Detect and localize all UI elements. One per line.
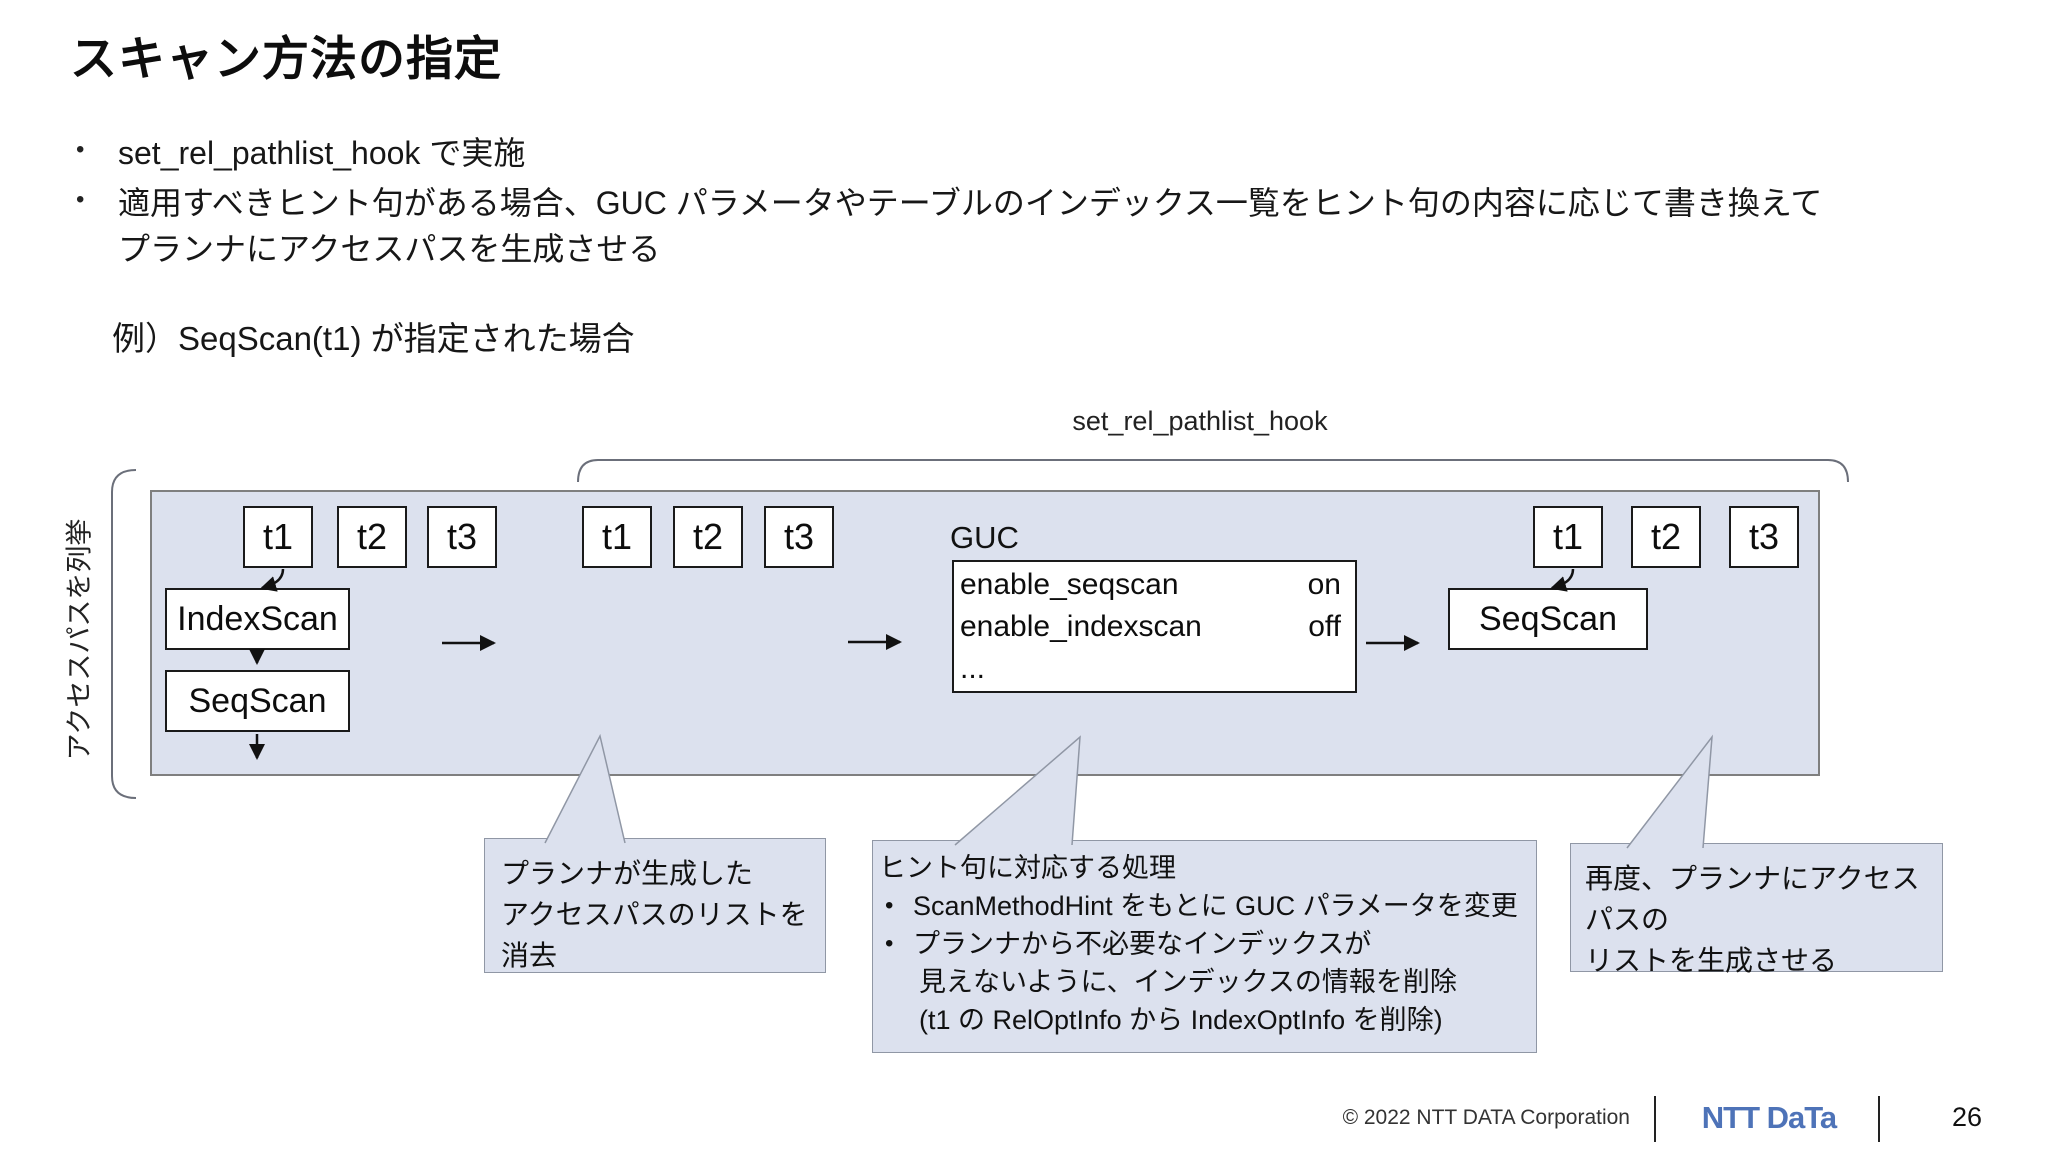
- guc-row: enable_seqscan on: [960, 564, 1341, 606]
- bullet-dot: •: [76, 186, 85, 213]
- side-bracket: [111, 469, 137, 799]
- bullet-dot: •: [885, 930, 894, 957]
- page-title: スキャン方法の指定: [70, 32, 502, 85]
- copyright-text: © 2022 NTT DATA Corporation: [1342, 1106, 1630, 1129]
- stage2-table-t1: t1: [582, 506, 652, 568]
- bullet-item-2-line-2: プランナにアクセスパスを生成させる: [118, 231, 661, 267]
- stage2-table-t3: t3: [764, 506, 834, 568]
- guc-param-value: off: [1308, 610, 1341, 643]
- callout-clear-pathlist: プランナが生成した アクセスパスのリストを消去: [484, 838, 826, 973]
- example-label: 例）SeqScan(t1) が指定された場合: [112, 320, 635, 357]
- stage1-indexscan-box: IndexScan: [165, 588, 350, 650]
- callout-bullet-text: ScanMethodHint をもとに GUC パラメータを変更: [913, 891, 1518, 921]
- bullet-item-1: set_rel_pathlist_hook で実施: [118, 135, 526, 171]
- bullet-item-2-line-1: 適用すべきヒント句がある場合、GUC パラメータやテーブルのインデックス一覧をヒ…: [118, 185, 1823, 221]
- stage3-table-t2: t2: [1631, 506, 1701, 568]
- callout-hint-processing: ヒント句に対応する処理 • ScanMethodHint をもとに GUC パラ…: [872, 840, 1537, 1053]
- guc-param-value: on: [1307, 568, 1341, 601]
- guc-param-name: enable_indexscan: [960, 610, 1202, 643]
- stage1-table-t1: t1: [243, 506, 313, 568]
- callout-title: ヒント句に対応する処理: [879, 853, 1176, 883]
- stage3-table-t3: t3: [1729, 506, 1799, 568]
- stage1-table-t2: t2: [337, 506, 407, 568]
- stage1-seqscan-box: SeqScan: [165, 670, 350, 732]
- bullet-dot: •: [76, 136, 85, 163]
- guc-title: GUC: [950, 520, 1019, 555]
- stage3-table-t1: t1: [1533, 506, 1603, 568]
- bullet-dot: •: [885, 892, 894, 919]
- callout-line: プランナが生成した: [501, 858, 754, 889]
- page-number: 26: [1951, 1102, 1983, 1132]
- stage3-seqscan-box: SeqScan: [1448, 588, 1648, 650]
- callout-bullet-text: プランナから不必要なインデックスが: [913, 929, 1372, 959]
- guc-settings-box: enable_seqscan on enable_indexscan off .…: [952, 560, 1357, 693]
- guc-param-name: enable_seqscan: [960, 568, 1179, 601]
- footer-divider: [1654, 1096, 1656, 1142]
- callout-bullet-continuation: 見えないように、インデックスの情報を削除: [919, 967, 1457, 997]
- axis-side-label: アクセスパスを列挙: [64, 518, 95, 761]
- callout-line: アクセスパスのリストを消去: [501, 899, 808, 971]
- callout-bullet-continuation: (t1 の RelOptInfo から IndexOptInfo を削除): [919, 1005, 1443, 1035]
- ntt-data-logo: NTT DaTa: [1701, 1100, 1837, 1135]
- callout-bullet: • プランナから不必要なインデックスが: [879, 925, 1530, 963]
- stage1-table-t3: t3: [427, 506, 497, 568]
- guc-row: enable_indexscan off: [960, 606, 1341, 648]
- guc-ellipsis: ...: [960, 652, 986, 685]
- stage2-table-t2: t2: [673, 506, 743, 568]
- hook-scope-bracket: [577, 459, 1849, 483]
- callout-bullet: • ScanMethodHint をもとに GUC パラメータを変更: [879, 887, 1530, 925]
- callout-line: 再度、プランナにアクセスパスの: [1585, 863, 1920, 935]
- callout-regenerate-paths: 再度、プランナにアクセスパスの リストを生成させる: [1570, 843, 1943, 976]
- callout-line: リストを生成させる: [1585, 945, 1838, 976]
- footer-divider: [1878, 1096, 1880, 1142]
- hook-label: set_rel_pathlist_hook: [1072, 406, 1328, 436]
